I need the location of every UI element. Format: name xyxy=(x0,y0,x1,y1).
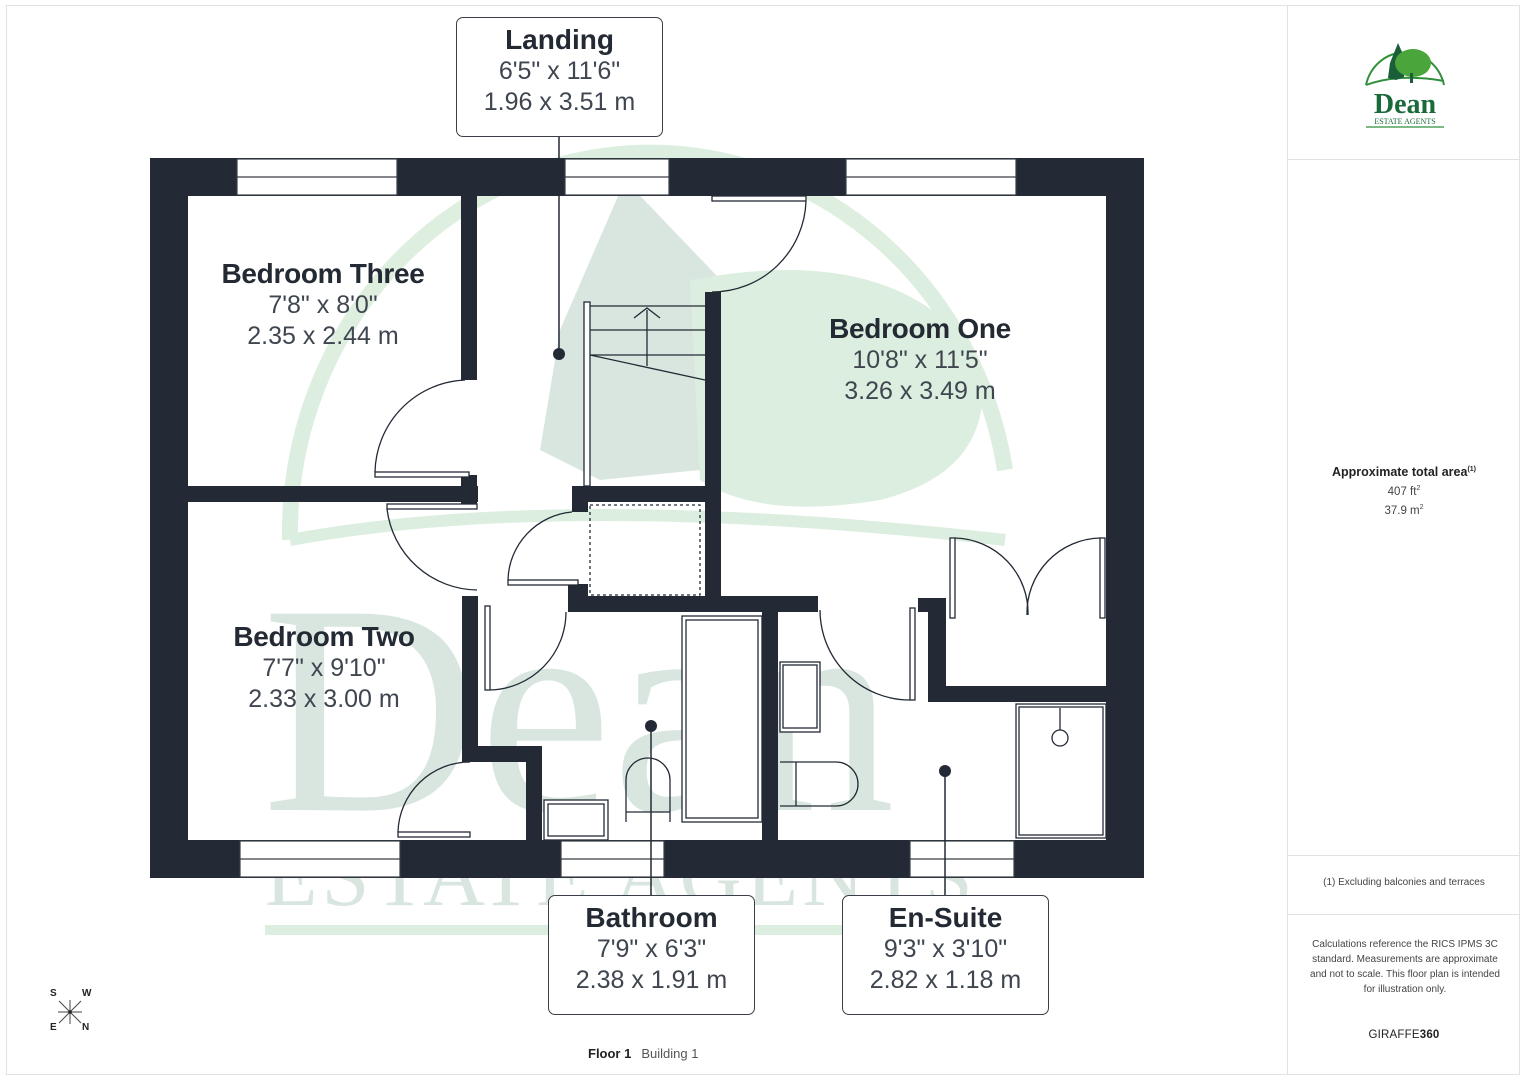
superscript: 2 xyxy=(1419,503,1424,511)
room-metric: 2.38 x 1.91 m xyxy=(575,966,728,994)
room-label-bedroom-three: Bedroom Three 7'8" x 8'0" 2.35 x 2.44 m xyxy=(221,258,424,352)
compass-rose: S W E N xyxy=(44,986,98,1036)
provider-suffix: 360 xyxy=(1419,1029,1440,1041)
logo-section: Dean ESTATE AGENTS xyxy=(1288,5,1520,160)
info-sidebar: Dean ESTATE AGENTS Approximate total are… xyxy=(1287,5,1520,1075)
compass-star-icon xyxy=(58,1000,82,1024)
room-name: Landing xyxy=(505,24,614,55)
room-imperial: 10'8" x 11'5" xyxy=(852,346,988,374)
room-name: Bathroom xyxy=(585,902,718,933)
room-imperial: 9'3" x 3'10" xyxy=(883,935,1008,963)
room-callout-bathroom: Bathroom 7'9" x 6'3" 2.38 x 1.91 m xyxy=(548,895,755,1015)
area-imperial: 407 ft xyxy=(1387,485,1417,498)
logo-wordmark: Dean xyxy=(1374,89,1437,120)
leader-lines xyxy=(558,137,946,896)
compass-label-tr: W xyxy=(82,988,92,999)
leader-dots xyxy=(553,348,951,777)
room-imperial: 6'5" x 11'6" xyxy=(498,57,621,85)
room-metric: 2.82 x 1.18 m xyxy=(869,966,1022,994)
compass-label-bl: E xyxy=(50,1022,57,1033)
compass-label-tl: S xyxy=(50,988,57,999)
room-metric: 3.26 x 3.49 m xyxy=(844,377,996,405)
floor-label: Floor 1 xyxy=(588,1046,632,1061)
page-frame xyxy=(6,5,1520,1075)
provider-logo: GIRAFFE360 xyxy=(1288,1029,1520,1041)
superscript: 2 xyxy=(1416,485,1421,492)
room-callout-landing: Landing 6'5" x 11'6" 1.96 x 3.51 m xyxy=(456,17,663,137)
room-label-bedroom-two: Bedroom Two 7'7" x 9'10" 2.33 x 3.00 m xyxy=(233,621,415,715)
room-name: Bedroom One xyxy=(829,313,1011,344)
floor-caption: Floor 1 Building 1 xyxy=(588,1046,698,1061)
footnote-section xyxy=(1288,855,1520,915)
windows xyxy=(236,158,1017,878)
area-metric: 37.9 m xyxy=(1384,504,1420,517)
room-imperial: 7'8" x 8'0" xyxy=(268,291,378,319)
room-name: En-Suite xyxy=(888,902,1003,933)
logo-subtitle: ESTATE AGENTS xyxy=(1374,117,1435,126)
room-callout-en-suite: En-Suite 9'3" x 3'10" 2.82 x 1.18 m xyxy=(842,895,1049,1015)
dean-logo: Dean ESTATE AGENTS xyxy=(1365,43,1445,128)
compass-label-br: N xyxy=(82,1022,90,1033)
area-note-marker: (1) xyxy=(1467,465,1477,473)
door-swings xyxy=(374,195,1107,841)
room-metric: 2.35 x 2.44 m xyxy=(247,322,399,350)
calculation-note: Calculations reference the RICS IPMS 3C … xyxy=(1310,939,1500,995)
room-metric: 2.33 x 3.00 m xyxy=(248,685,400,713)
area-summary: Approximate total area(1) 407 ft2 37.9 m… xyxy=(1288,465,1520,517)
room-metric: 1.96 x 3.51 m xyxy=(483,88,636,116)
room-name: Bedroom Three xyxy=(221,258,425,289)
building-label: Building 1 xyxy=(641,1046,699,1061)
area-title: Approximate total area xyxy=(1331,465,1468,479)
room-imperial: 7'9" x 6'3" xyxy=(596,935,707,963)
footnote: (1) Excluding balconies and terraces xyxy=(1323,877,1485,888)
provider-name: GIRAFFE xyxy=(1368,1029,1420,1041)
room-imperial: 7'7" x 9'10" xyxy=(262,654,386,682)
room-name: Bedroom Two xyxy=(233,621,415,652)
room-label-bedroom-one: Bedroom One 10'8" x 11'5" 3.26 x 3.49 m xyxy=(829,313,1011,407)
